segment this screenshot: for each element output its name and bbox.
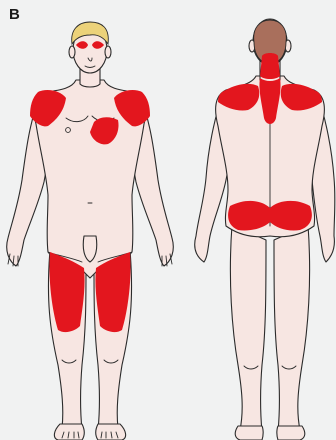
front-right-ear [69,46,75,58]
pain-neck-back [260,53,280,79]
back-left-foot [277,426,305,440]
front-left-ear [105,46,111,58]
back-figure [195,19,335,440]
back-left-leg [274,225,310,432]
back-right-leg [230,225,266,432]
back-right-foot [235,426,263,440]
front-figure [7,22,174,440]
